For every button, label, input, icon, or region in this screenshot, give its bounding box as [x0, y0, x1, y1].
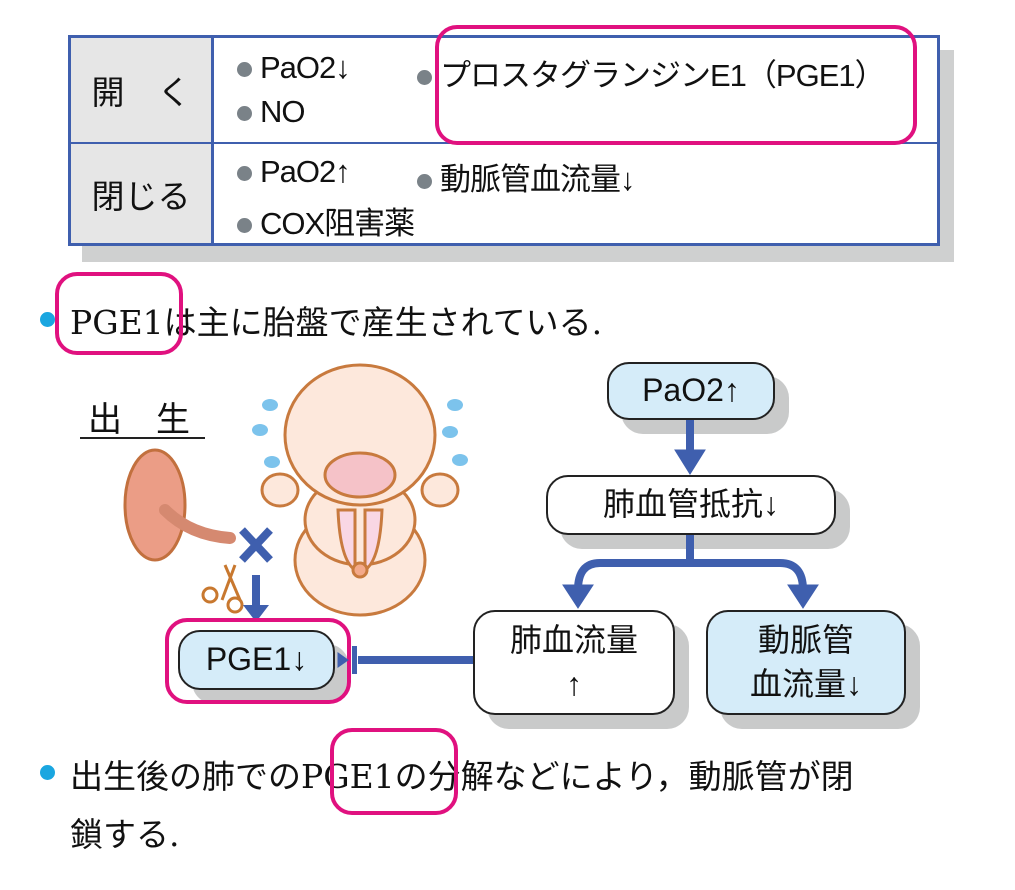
highlight-pge1-note2: [330, 728, 458, 815]
bullet-icon: [40, 765, 55, 780]
arrow-head: [674, 449, 706, 475]
bullet-icon: [237, 166, 252, 182]
birth-title: 出 生: [88, 400, 190, 440]
note-ductus-closure-line2: 鎖する.: [70, 815, 180, 854]
title-underline: [80, 437, 205, 439]
bullet-icon: [237, 106, 252, 122]
ductus-flow-down-box: 動脈管血流量↓: [706, 610, 906, 715]
bullet-icon: [417, 174, 432, 190]
pulmonary-flow-up-box: 肺血流量↑: [473, 610, 675, 715]
blocked-x-icon: [239, 527, 273, 563]
placenta-icon: [123, 448, 236, 562]
open-item: NO: [237, 94, 305, 130]
bullet-icon: [237, 218, 252, 234]
baby-illustration: [123, 363, 468, 622]
open-item: プロスタグランジンE1（PGE1）: [417, 50, 886, 95]
open-item: PaO2↓: [237, 50, 351, 86]
highlight-pge1-box: [165, 618, 351, 704]
highlight-pge1-table: [435, 25, 917, 145]
row-header-open: 開 く: [71, 38, 214, 142]
close-item: COX阻害薬: [237, 198, 415, 243]
tears-icon: [252, 399, 468, 468]
close-item: 動脈管血流量↓: [417, 154, 635, 199]
bullet-icon: [40, 312, 55, 327]
close-item: PaO2↑: [237, 154, 351, 190]
note-ductus-closure: 出生後の肺でのPGE1の分解などにより，動脈管が閉: [70, 757, 854, 796]
bullet-icon: [237, 62, 252, 78]
pao2-up-box: PaO2↑: [607, 362, 775, 420]
bullet-icon: [417, 70, 432, 86]
baby-icon: [260, 363, 460, 617]
arrow-head: [562, 584, 594, 609]
arrow-head: [787, 584, 819, 609]
scissors-icon: [201, 564, 244, 614]
note-placenta: PGE1は主に胎盤で産生されている.: [70, 303, 603, 342]
pge1-down-box: PGE1↓: [178, 630, 335, 690]
highlight-pge1-note1: [55, 272, 183, 355]
pvr-down-box: 肺血管抵抗↓: [546, 475, 836, 535]
row-header-close: 閉じる: [71, 144, 214, 243]
